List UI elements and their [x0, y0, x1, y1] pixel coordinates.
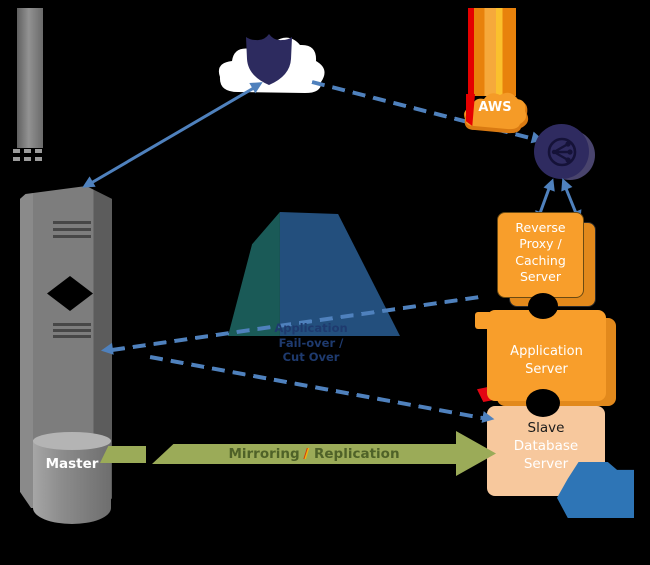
arrowhead	[100, 342, 114, 357]
replication-arrow-tail	[100, 446, 146, 463]
tower-diamond-cutout	[47, 276, 93, 311]
red-stripe-tail	[466, 94, 475, 126]
app-server-line1: Application	[510, 344, 583, 359]
slave-db-line3: Server	[523, 456, 569, 473]
proxy-line4: Server	[520, 268, 561, 284]
application-server-box: Application Server	[487, 310, 606, 401]
onprem-rack-rod	[17, 8, 43, 148]
tower-vent	[53, 335, 91, 338]
puzzle-notch-top	[528, 293, 558, 319]
replication-arrow-body	[152, 444, 458, 464]
master-db-label: Master	[45, 456, 99, 472]
replication-label-left: Mirroring	[228, 446, 300, 462]
shield-icon	[246, 34, 292, 85]
rod-dotted-break-row1	[13, 149, 49, 153]
cutover-line3: Cut Over	[282, 350, 340, 365]
replication-label: Mirroring / Replication	[168, 446, 460, 462]
tower-vent	[53, 221, 91, 224]
aws-beam-stripes	[468, 8, 516, 96]
replication-label-slash: /	[304, 446, 310, 462]
puzzle-notch-middle	[526, 389, 560, 417]
proxy-line2: Proxy /	[519, 236, 562, 252]
tower-vent	[53, 235, 91, 238]
tower-vent	[53, 323, 91, 326]
cutover-line2: Fail-over /	[278, 335, 344, 350]
aws-cloud-icon	[463, 92, 529, 134]
tower-vent	[53, 228, 91, 231]
master-database-cylinder-top	[33, 432, 111, 450]
slave-db-line1: Slave	[527, 420, 565, 436]
lb-to-proxy-arrow-right	[556, 175, 586, 225]
proxy-line1: Reverse	[515, 220, 566, 235]
load-balancer-icon	[534, 124, 589, 179]
cutover-line1: Application	[274, 321, 348, 335]
slave-db-line2: Database	[513, 438, 579, 455]
internet-cloud-icon	[218, 34, 325, 93]
aws-badge-label: AWS	[478, 100, 512, 115]
master-database-cylinder-icon	[33, 440, 111, 524]
internet-to-onprem-arrow	[79, 76, 266, 193]
lb-to-proxy-arrow-left	[531, 176, 559, 226]
app-server-line2: Server	[525, 361, 568, 377]
proxy-line3: Caching	[515, 252, 566, 268]
load-balancer-glyph	[547, 137, 576, 166]
cutover-label: Application Fail-over / Cut Over	[252, 321, 370, 365]
arrowhead	[481, 411, 496, 426]
migration-wedge	[228, 212, 400, 336]
arrowhead	[543, 176, 559, 192]
reverse-proxy-box: Reverse Proxy / Caching Server	[497, 212, 584, 298]
replication-label-right: Replication	[314, 446, 400, 462]
tower-vent	[53, 329, 91, 332]
rod-dotted-break-row2	[13, 157, 49, 161]
